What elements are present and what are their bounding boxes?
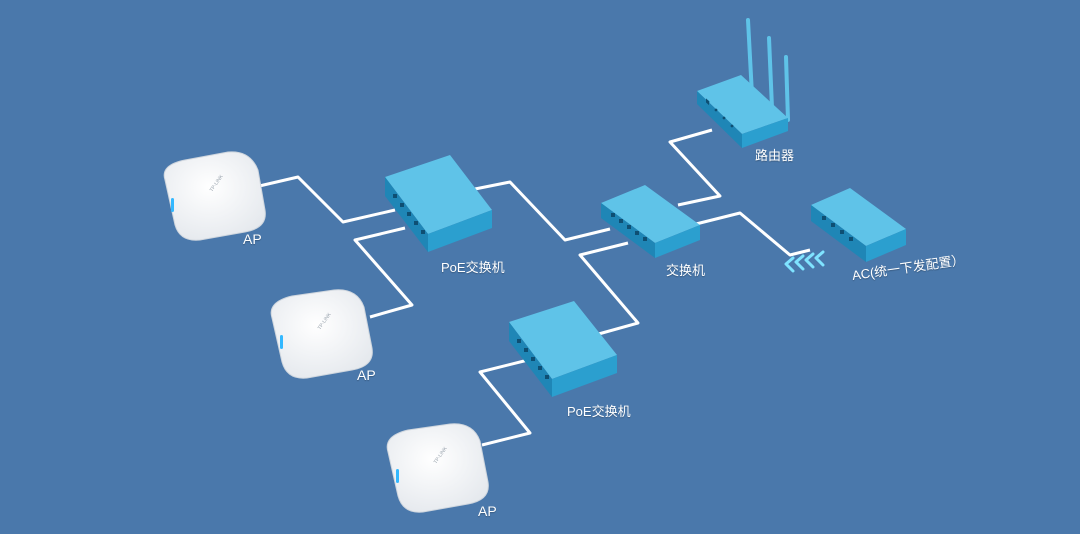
cables	[254, 128, 811, 447]
ap-3-device: TP-LINK	[386, 423, 489, 513]
poe-switch-2-label: PoE交换机	[567, 404, 631, 419]
cable-poe1-switch	[469, 180, 611, 242]
ap-3-label: AP	[478, 503, 497, 519]
ap-1-device: TP-LINK	[163, 151, 266, 241]
ap-2-label: AP	[357, 367, 376, 383]
signal-chevrons	[784, 250, 825, 273]
cable-ap3-poe2	[478, 357, 533, 447]
chevron-left-icon	[784, 256, 795, 273]
switch-label: 交换机	[666, 263, 706, 278]
ac-device	[811, 188, 906, 262]
cable-poe2-switch	[578, 241, 640, 337]
chevron-left-icon	[814, 250, 825, 267]
cable-switch-ac	[691, 211, 811, 257]
cable-switch-router	[668, 128, 722, 207]
poe-switch-1-device	[385, 155, 492, 252]
chevron-left-icon	[794, 254, 805, 271]
core-switch-device	[601, 185, 700, 258]
poe-switch-1-label: PoE交换机	[441, 260, 505, 275]
router-device	[697, 18, 790, 148]
cable-ap1-poe1	[254, 175, 396, 224]
ap-1-label: AP	[243, 231, 262, 247]
ap-2-device: TP-LINK	[270, 289, 373, 379]
poe-switch-2-device	[509, 301, 617, 397]
chevron-left-icon	[804, 252, 815, 269]
router-label: 路由器	[755, 148, 795, 163]
cable-ap2-poe1	[353, 226, 414, 319]
